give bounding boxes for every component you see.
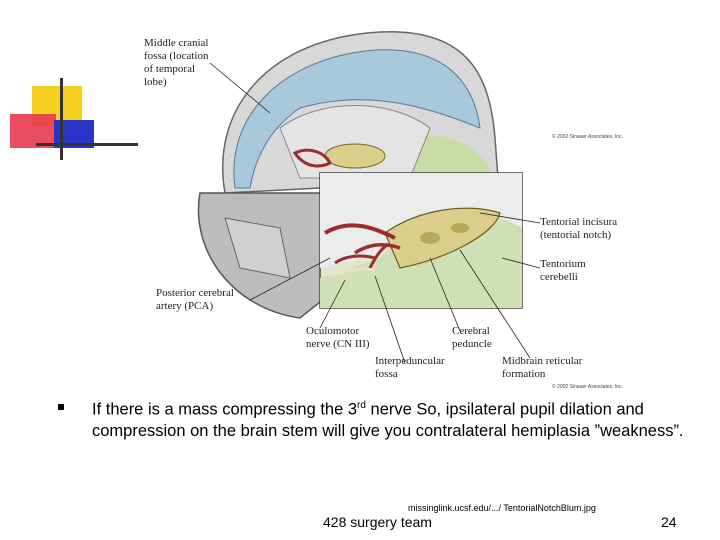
decor-horizontal-line [36,143,138,146]
label-interpeduncular-fossa: Interpeduncular [375,355,445,367]
label-posterior-cerebral-artery: Posterior cerebral [156,287,234,299]
label-posterior-cerebral-artery-2: artery (PCA) [156,300,213,312]
label-tentorial-incisura-2: (tentorial notch) [540,229,612,241]
bullet-text-start: If there is a mass compressing the 3 [92,400,358,419]
page-number: 24 [661,514,677,530]
tentorial-notch-illustration: Middle cranial fossa (location of tempor… [144,31,623,390]
label-midbrain-reticular-formation-2: formation [502,368,546,380]
label-oculomotor-nerve: Oculomotor [306,325,359,337]
label-tentorium-cerebelli-2: cerebelli [540,271,578,283]
label-cerebral-peduncle: Cerebral [452,325,490,337]
label-middle-cranial-fossa-3: of temporal [144,63,195,75]
bullet-text: If there is a mass compressing the 3rd n… [92,395,712,442]
label-interpeduncular-fossa-2: fossa [375,368,398,380]
label-middle-cranial-fossa-4: lobe) [144,76,167,88]
bullet-text-superscript: rd [357,400,366,411]
label-middle-cranial-fossa: Middle cranial [144,37,208,49]
bullet-text-end: nerve So, ipsilateral pupil dilation and… [92,400,684,440]
label-tentorial-incisura: Tentorial incisura [540,216,617,228]
label-midbrain-reticular-formation: Midbrain reticular [502,355,583,367]
label-middle-cranial-fossa-2: fossa (location [144,50,209,62]
label-cerebral-peduncle-2: peduncle [452,338,492,350]
footer-team: 428 surgery team [323,514,432,530]
decor-vertical-line [60,78,63,160]
bullet-marker [58,404,64,410]
decor-red-square [10,114,56,148]
copyright-top: © 2002 Sinauer Associates, Inc. [552,133,623,140]
label-tentorium-cerebelli: Tentorium [540,258,586,270]
copyright-bottom: © 2002 Sinauer Associates, Inc. [552,383,623,390]
label-oculomotor-nerve-2: nerve (CN III) [306,338,370,350]
image-source-caption: missinglink.ucsf.edu/.../ TentorialNotch… [408,503,596,513]
